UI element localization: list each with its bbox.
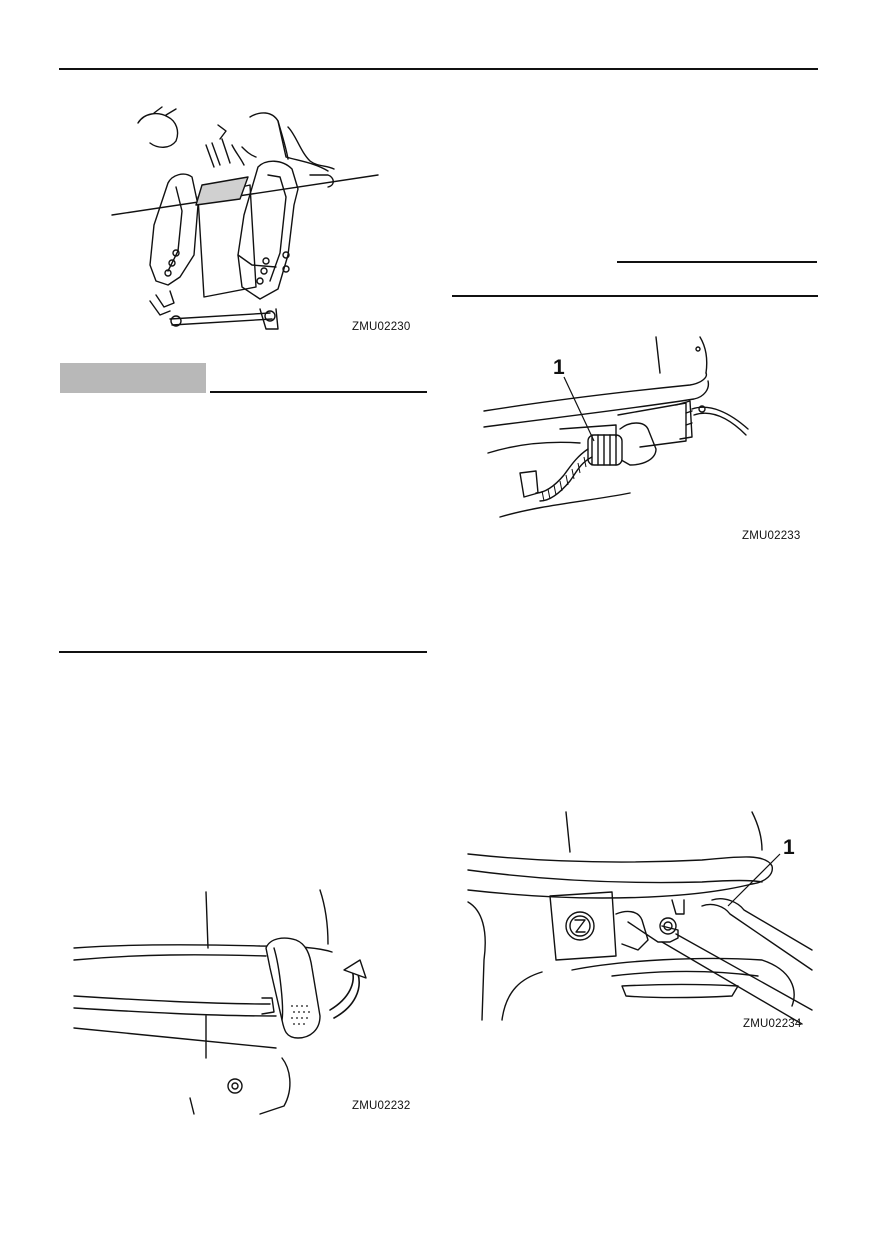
flush-connector-illustration [483, 336, 749, 518]
cowling-lever-illustration [73, 889, 367, 1115]
right-rule-full [452, 295, 818, 297]
section-tab [60, 363, 206, 393]
figure-code: ZMU02232 [352, 1100, 411, 1112]
callout-1: 1 [553, 356, 565, 379]
left-section-rule [59, 651, 427, 653]
figure-hose-fitting [462, 810, 814, 1025]
figure-clamp-bracket [110, 105, 430, 340]
clamp-bracket-illustration [111, 106, 379, 330]
callout-1: 1 [783, 836, 795, 859]
figure-flush-connector [480, 333, 770, 523]
figure-code: ZMU02233 [742, 530, 801, 542]
header-rule [59, 68, 818, 70]
figure-cowling-lever [70, 888, 390, 1118]
section-rule [210, 391, 427, 393]
right-rule-short [617, 261, 817, 263]
figure-code: ZMU02234 [743, 1018, 802, 1030]
hose-fitting-illustration [467, 811, 813, 1025]
figure-code: ZMU02230 [352, 321, 411, 333]
